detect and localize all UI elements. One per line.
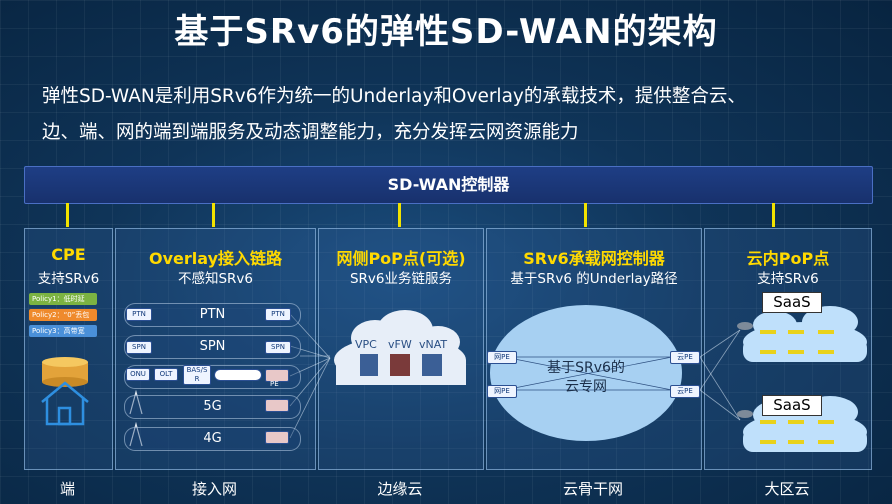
cpe-cylinder-icon bbox=[42, 357, 88, 387]
backbone-cloud-pe: 云PE bbox=[670, 385, 700, 398]
vnat-label: vNAT bbox=[419, 338, 448, 351]
access-pe-4g bbox=[265, 431, 289, 444]
description-line-2: 边、端、网的端到端服务及动态调整能力，充分发挥云网资源能力 bbox=[42, 122, 579, 143]
sdwan-controller-bar: SD-WAN控制器 bbox=[24, 166, 873, 204]
column-subtitle: 基于SRv6 的Underlay路径 bbox=[510, 271, 678, 287]
backbone-mesh bbox=[503, 356, 673, 391]
bottom-label-edge-cloud: 边缘云 bbox=[377, 480, 423, 498]
backbone-net-pe: 网PE bbox=[487, 351, 517, 364]
firewall-icon bbox=[390, 354, 410, 376]
connector-line bbox=[398, 203, 401, 227]
column-title: SRv6承载网控制器 bbox=[523, 249, 665, 268]
column-cpe: CPE 支持SRv6 bbox=[24, 228, 113, 470]
backbone-text: 云专网 bbox=[565, 379, 607, 395]
policy-tag: Policy3：高带宽 bbox=[29, 325, 97, 337]
backbone-cloud-pe: 云PE bbox=[670, 351, 700, 364]
description-line-1: 弹性SD-WAN是利用SRv6作为统一的Underlay和Overlay的承载技… bbox=[42, 86, 746, 107]
access-pe-pon bbox=[265, 369, 289, 382]
connector-line bbox=[772, 203, 775, 227]
saas-label: SaaS bbox=[762, 395, 822, 416]
access-node-olt: OLT bbox=[154, 368, 178, 381]
access-node-bas: BAS/S R bbox=[183, 365, 211, 385]
column-title: 网侧PoP点(可选) bbox=[336, 249, 466, 268]
access-pe-spn: SPN bbox=[265, 341, 291, 354]
bottom-label-backbone: 云骨干网 bbox=[562, 480, 623, 498]
access-link-ptn: PTN bbox=[124, 303, 301, 327]
column-subtitle: 支持SRv6 bbox=[37, 271, 100, 287]
access-node-onu: ONU bbox=[126, 368, 150, 381]
backbone-text: 基于SRv6的 bbox=[547, 360, 625, 376]
router-icon bbox=[737, 322, 753, 418]
column-title: 云内PoP点 bbox=[746, 249, 830, 268]
connector-line bbox=[212, 203, 215, 227]
nat-icon bbox=[422, 354, 442, 376]
access-node-spn: SPN bbox=[126, 341, 152, 354]
page-title: 基于SRv6的弹性SD-WAN的架构 bbox=[174, 12, 718, 52]
vpc-label: VPC bbox=[355, 338, 377, 351]
bottom-label-access: 接入网 bbox=[191, 480, 237, 498]
access-pe-5g bbox=[265, 399, 289, 412]
column-subtitle: 不感知SRv6 bbox=[177, 271, 254, 287]
backbone-net-pe: 网PE bbox=[487, 385, 517, 398]
access-node-ptn: PTN bbox=[126, 308, 152, 321]
server-rack-icons bbox=[760, 330, 834, 444]
bottom-label-region: 大区云 bbox=[764, 480, 810, 498]
connector-line bbox=[66, 203, 69, 227]
cell-tower-icon bbox=[129, 389, 143, 447]
connector-line bbox=[584, 203, 587, 227]
policy-tag: Policy1：低时延 bbox=[29, 293, 97, 305]
column-subtitle: SRv6业务链服务 bbox=[349, 271, 453, 287]
vfw-label: vFW bbox=[388, 338, 412, 351]
pe-badge: PE bbox=[270, 380, 279, 388]
vpc-icon bbox=[360, 354, 378, 376]
pon-cloud bbox=[214, 369, 262, 381]
house-icon bbox=[41, 381, 89, 426]
backbone-to-region-lines bbox=[300, 329, 741, 421]
policy-tag: Policy2：“0”丢包 bbox=[29, 309, 97, 321]
column-title: CPE bbox=[51, 245, 86, 264]
column-title: Overlay接入链路 bbox=[149, 249, 282, 268]
saas-label: SaaS bbox=[762, 292, 822, 313]
access-pe-ptn: PTN bbox=[265, 308, 291, 321]
column-subtitle: 支持SRv6 bbox=[757, 271, 819, 287]
access-link-spn: SPN bbox=[124, 335, 301, 359]
bottom-label-edge-device: 端 bbox=[59, 480, 75, 498]
